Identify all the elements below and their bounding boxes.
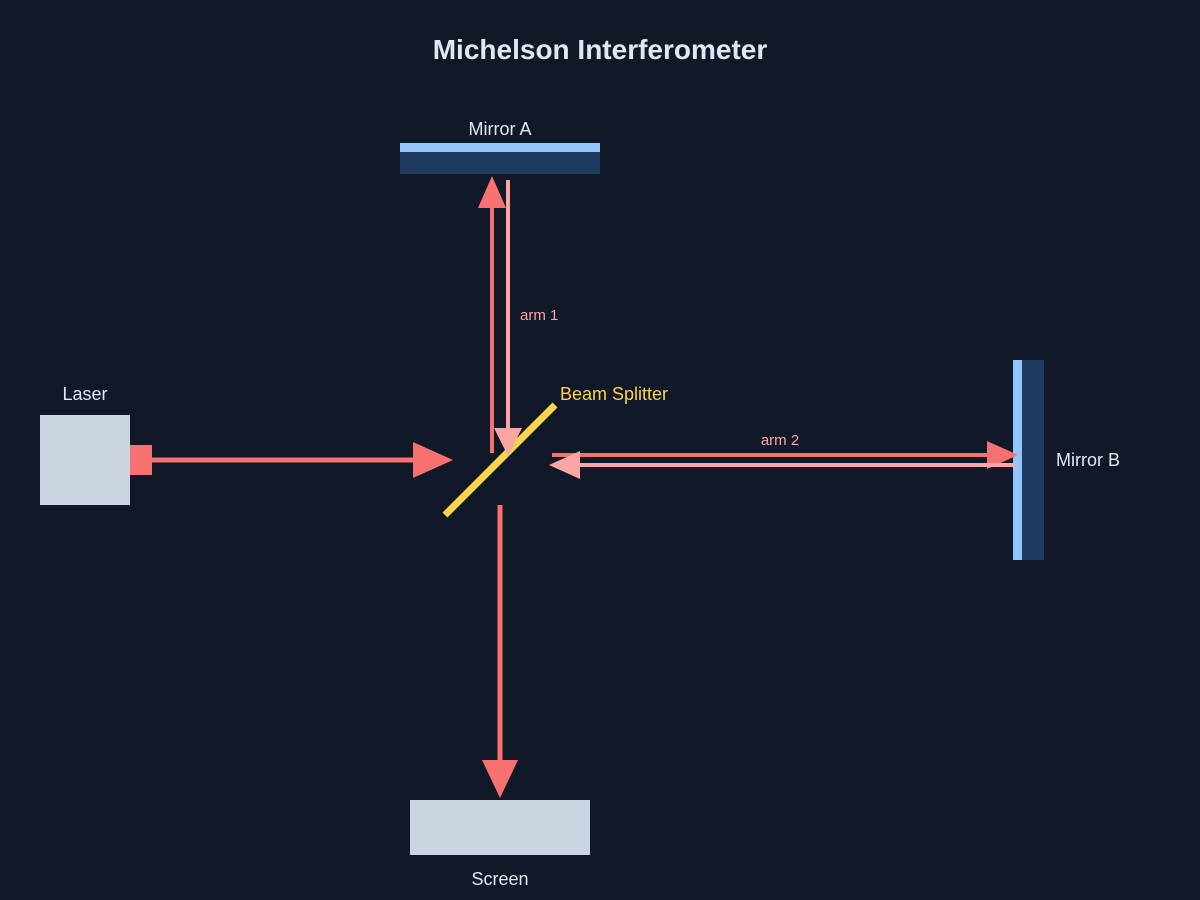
output-arrowhead: [482, 760, 518, 798]
mirror-b-surface: [1013, 360, 1022, 560]
detector-screen: [410, 800, 590, 855]
mirror-a-surface: [400, 143, 600, 152]
arm-1-up-arrowhead: [478, 176, 506, 208]
mirror-a: [400, 143, 600, 174]
mirror-b: [1013, 360, 1044, 560]
arm-1-label: arm 1: [520, 307, 558, 324]
laser: [40, 415, 152, 505]
arm-1-return-beam: [494, 180, 522, 456]
arm-2-outgoing-beam: [552, 441, 1018, 469]
incident-beam: [152, 442, 453, 478]
mirror-b-label: Mirror B: [1056, 450, 1120, 470]
arm-2-return-beam: [549, 451, 1015, 479]
arm-2-right-arrowhead: [987, 441, 1018, 469]
arm-2-left-arrowhead: [549, 451, 580, 479]
arm-1-outgoing-beam: [478, 176, 506, 453]
laser-label: Laser: [62, 384, 107, 404]
output-beam: [482, 505, 518, 798]
diagram-title: Michelson Interferometer: [433, 34, 768, 65]
screen-label: Screen: [471, 869, 528, 889]
incident-arrowhead: [413, 442, 453, 478]
mirror-a-label: Mirror A: [469, 119, 532, 139]
arm-1-down-arrowhead: [494, 428, 522, 456]
beam-splitter: [442, 402, 558, 518]
beam-splitter-label: Beam Splitter: [560, 384, 668, 404]
laser-aperture: [130, 445, 152, 475]
laser-body: [40, 415, 130, 505]
arm-2-label: arm 2: [761, 432, 799, 449]
